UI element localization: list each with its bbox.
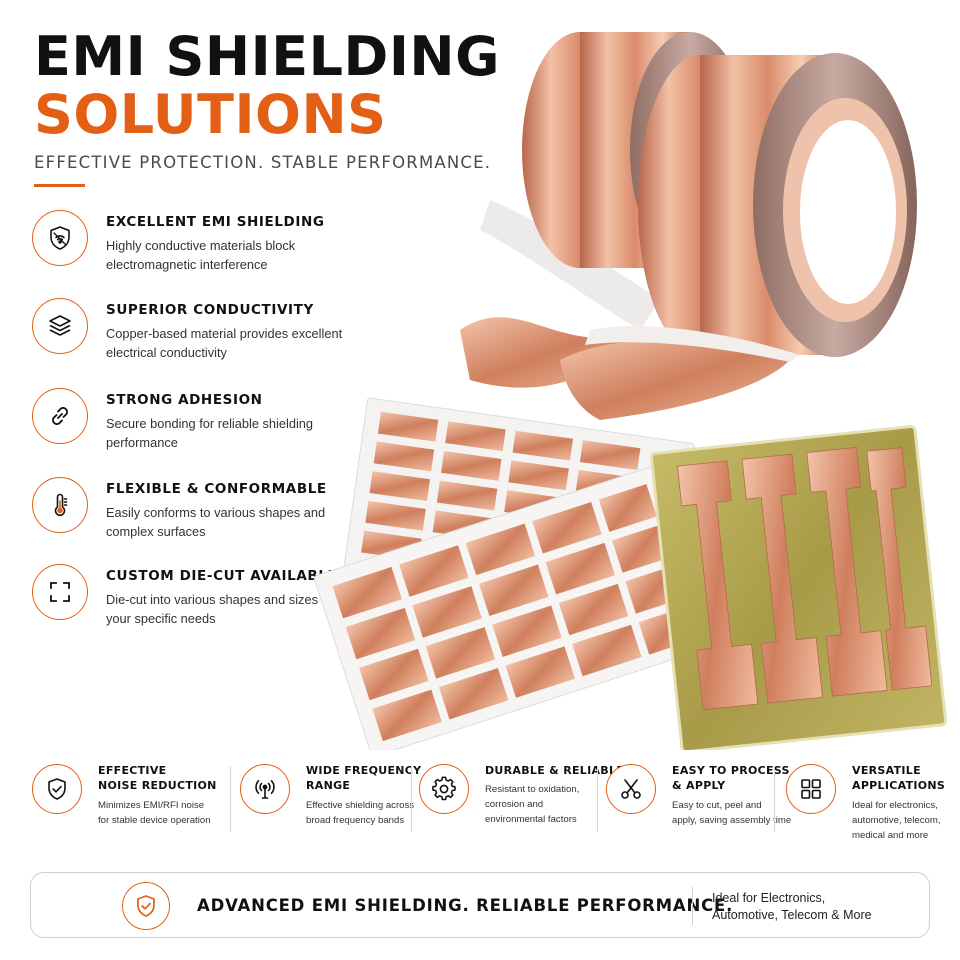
feature-desc: Highly conductive materials block electr… bbox=[106, 238, 296, 272]
feature-title: CUSTOM DIE-CUT AVAILABLE bbox=[106, 568, 338, 584]
banner-headline: ADVANCED EMI SHIELDING. RELIABLE PERFORM… bbox=[197, 896, 734, 915]
shield-check-icon bbox=[122, 882, 170, 930]
benefit-desc-line: automotive, telecom, bbox=[852, 815, 941, 826]
benefit-desc-line: Ideal for electronics, bbox=[852, 800, 938, 811]
layers-icon bbox=[32, 298, 88, 354]
link-icon bbox=[32, 388, 88, 444]
crop-frame-icon bbox=[32, 564, 88, 620]
bottom-banner: ADVANCED EMI SHIELDING. RELIABLE PERFORM… bbox=[30, 872, 930, 938]
feature-item: STRONG ADHESION Secure bonding for relia… bbox=[32, 386, 352, 456]
thermometer-icon bbox=[32, 477, 88, 533]
signal-tower-icon bbox=[240, 764, 290, 814]
benefit-desc-line: Easy to cut, peel and bbox=[672, 800, 762, 811]
feature-desc: Secure bonding for reliable shielding pe… bbox=[106, 416, 314, 450]
banner-note: Ideal for Electronics, Automotive, Telec… bbox=[712, 890, 872, 924]
benefit-title-line: WIDE FREQUENCY bbox=[306, 764, 422, 777]
copper-tape-rolls bbox=[460, 32, 917, 420]
product-illustration bbox=[313, 32, 948, 750]
benefit-item: WIDE FREQUENCY RANGE Effective shielding… bbox=[240, 760, 422, 840]
benefit-item: EFFECTIVE NOISE REDUCTION Minimizes EMI/… bbox=[32, 760, 232, 840]
benefit-divider bbox=[230, 766, 231, 832]
benefits-row: EFFECTIVE NOISE REDUCTION Minimizes EMI/… bbox=[28, 760, 945, 841]
shield-check-icon bbox=[32, 764, 82, 814]
feature-title: STRONG ADHESION bbox=[106, 392, 263, 408]
banner-note-line: Automotive, Telecom & More bbox=[712, 908, 872, 922]
feature-item: CUSTOM DIE-CUT AVAILABLE Die-cut into va… bbox=[32, 562, 364, 632]
scissors-icon bbox=[606, 764, 656, 814]
benefit-item: EASY TO PROCESS & APPLY Easy to cut, pee… bbox=[606, 760, 791, 840]
feature-title: EXCELLENT EMI SHIELDING bbox=[106, 214, 325, 230]
benefit-desc-line: corrosion and bbox=[485, 799, 544, 810]
benefit-desc-line: Minimizes EMI/RFI noise bbox=[98, 800, 205, 811]
shield-wifi-icon bbox=[32, 210, 88, 266]
tagline: EFFECTIVE PROTECTION. STABLE PERFORMANCE… bbox=[34, 153, 492, 172]
benefit-desc-line: Resistant to oxidation, bbox=[485, 784, 580, 795]
benefit-desc-line: for stable device operation bbox=[98, 815, 211, 826]
gasket-liner-sheet bbox=[649, 425, 948, 750]
feature-title: FLEXIBLE & CONFORMABLE bbox=[106, 481, 327, 497]
feature-title: SUPERIOR CONDUCTIVITY bbox=[106, 302, 314, 318]
title-line-1: EMI SHIELDING bbox=[34, 25, 500, 88]
benefit-title-line: NOISE REDUCTION bbox=[98, 779, 217, 792]
benefit-desc-line: environmental factors bbox=[485, 814, 577, 825]
benefit-divider bbox=[411, 766, 412, 832]
feature-item: FLEXIBLE & CONFORMABLE Easily conforms t… bbox=[32, 475, 352, 545]
feature-desc: Easily conforms to various shapes and co… bbox=[106, 505, 326, 539]
gear-icon bbox=[419, 764, 469, 814]
benefit-desc-line: broad frequency bands bbox=[306, 815, 405, 826]
page-title: EMI SHIELDING SOLUTIONS bbox=[34, 30, 500, 142]
benefit-desc-line: medical and more bbox=[852, 830, 929, 841]
benefit-item: DURABLE & RELIABLE Resistant to oxidatio… bbox=[419, 760, 624, 840]
feature-item: EXCELLENT EMI SHIELDING Highly conductiv… bbox=[32, 208, 352, 278]
benefit-title-line: RANGE bbox=[306, 779, 351, 792]
benefit-title-line: DURABLE & RELIABLE bbox=[485, 764, 625, 777]
benefit-title-line: EFFECTIVE bbox=[98, 764, 167, 777]
benefit-divider bbox=[774, 766, 775, 832]
benefit-divider bbox=[597, 766, 598, 832]
accent-divider bbox=[34, 184, 85, 187]
benefit-title-line: EASY TO PROCESS bbox=[672, 764, 790, 777]
benefit-title-line: APPLICATIONS bbox=[852, 779, 946, 792]
benefit-item: VERSATILE APPLICATIONS Ideal for electro… bbox=[786, 760, 945, 841]
banner-divider bbox=[692, 887, 693, 925]
die-cut-sheet-front bbox=[313, 465, 715, 750]
grid-apps-icon bbox=[786, 764, 836, 814]
benefit-desc-line: apply, saving assembly time bbox=[672, 815, 792, 826]
feature-item: SUPERIOR CONDUCTIVITY Copper-based mater… bbox=[32, 296, 352, 366]
feature-desc: Die-cut into various shapes and sizes to… bbox=[106, 592, 365, 626]
benefit-title-line: & APPLY bbox=[672, 779, 726, 792]
feature-desc: Copper-based material provides excellent… bbox=[106, 326, 343, 360]
banner-note-line: Ideal for Electronics, bbox=[712, 891, 826, 905]
benefit-title-line: VERSATILE bbox=[852, 764, 921, 777]
title-line-2: SOLUTIONS bbox=[34, 83, 387, 146]
benefit-desc-line: Effective shielding across bbox=[306, 800, 415, 811]
